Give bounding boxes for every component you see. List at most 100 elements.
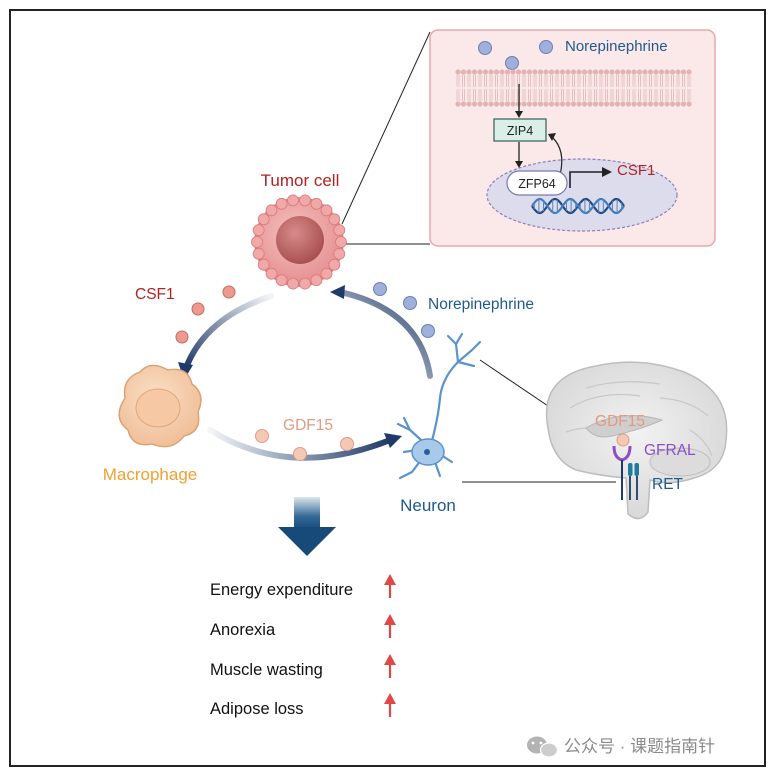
lipid-head bbox=[537, 101, 544, 107]
tumor-surface-bump bbox=[265, 267, 278, 280]
gfral-label: GFRAL bbox=[644, 442, 696, 459]
lipid-head bbox=[620, 101, 626, 107]
outcome-arrow-shaft bbox=[294, 497, 320, 529]
lipid-head bbox=[669, 101, 676, 107]
lipid-head bbox=[466, 69, 472, 75]
lipid-head bbox=[664, 101, 670, 107]
lipid-head bbox=[526, 69, 533, 75]
lipid-head bbox=[554, 101, 560, 107]
tumor-surface-bump bbox=[287, 277, 299, 290]
tumor-surface-bump bbox=[333, 224, 346, 237]
lipid-head bbox=[504, 69, 511, 75]
lipid-head bbox=[625, 69, 632, 75]
tumor-surface-bump bbox=[275, 274, 288, 287]
inset-norepinephrine-label: Norepinephrine bbox=[565, 38, 668, 55]
tumor-surface-bump bbox=[320, 204, 333, 217]
gdf15-molecule bbox=[340, 437, 354, 451]
effect-label-anorexia: Anorexia bbox=[210, 621, 276, 639]
cerebellum bbox=[649, 447, 711, 477]
csf1-molecule bbox=[222, 285, 236, 299]
arrowhead bbox=[548, 133, 556, 141]
lipid-head bbox=[609, 101, 615, 107]
lipid-head bbox=[559, 101, 566, 107]
lipid-head bbox=[653, 101, 659, 107]
norepinephrine-molecule bbox=[421, 324, 435, 338]
lipid-head bbox=[537, 69, 544, 75]
lipid-head bbox=[477, 101, 483, 107]
lipid-head bbox=[521, 101, 527, 107]
norepinephrine-molecule bbox=[403, 296, 417, 310]
norepinephrine-molecule bbox=[539, 40, 553, 54]
lipid-head bbox=[603, 101, 610, 107]
arrowhead bbox=[515, 111, 523, 118]
neuron-axon bbox=[428, 360, 460, 450]
lipid-head bbox=[680, 69, 687, 75]
lipid-head bbox=[680, 101, 687, 107]
outcome-arrow bbox=[278, 497, 336, 556]
csf1-molecule bbox=[191, 302, 205, 316]
lipid-head bbox=[576, 101, 582, 107]
lipid-head bbox=[598, 69, 604, 75]
up-arrow-icon bbox=[384, 574, 396, 598]
neuron-nucleus bbox=[424, 449, 430, 455]
tumor-surface-bump bbox=[335, 236, 347, 248]
lipid-head bbox=[493, 69, 500, 75]
lipid-head bbox=[581, 69, 588, 75]
tumor-surface-bump bbox=[328, 258, 341, 271]
lipid-head bbox=[471, 69, 478, 75]
lipid-head bbox=[565, 101, 571, 107]
lipid-head bbox=[499, 101, 505, 107]
effect-label-energy-expenditure: Energy expenditure bbox=[210, 581, 353, 599]
zfp64-to-zip4-feedback-arrow bbox=[551, 136, 563, 176]
gdf15-molecule bbox=[293, 447, 307, 461]
inset-connector-top bbox=[341, 31, 431, 225]
tumor-surface-bump bbox=[252, 247, 265, 260]
corpus-callosum bbox=[585, 415, 664, 438]
neuron-axon-terminal bbox=[446, 332, 482, 368]
lipid-head bbox=[675, 101, 681, 107]
lipid-head bbox=[647, 101, 654, 107]
arrowhead bbox=[178, 362, 193, 380]
effect-label-adipose-loss: Adipose loss bbox=[210, 700, 304, 718]
lipid-head bbox=[499, 69, 505, 75]
lipid-head bbox=[460, 101, 467, 107]
lipid-head bbox=[488, 101, 494, 107]
tumor-surface-bump bbox=[328, 213, 341, 226]
inset-csf1-label: CSF1 bbox=[617, 162, 655, 179]
macrophage-cell bbox=[118, 364, 202, 448]
lipid-head bbox=[592, 101, 599, 107]
tumor-surface-bump bbox=[299, 277, 311, 290]
lipid-head bbox=[581, 101, 588, 107]
tumor-surface-bump bbox=[310, 197, 323, 210]
tumor-surface-bump bbox=[251, 236, 263, 248]
gdf15-molecule bbox=[616, 433, 630, 447]
gdf15-label: GDF15 bbox=[283, 417, 333, 434]
lipid-head bbox=[455, 69, 461, 75]
tumor-cell-surface bbox=[251, 194, 347, 290]
lipid-head bbox=[658, 101, 665, 107]
lipid-head bbox=[493, 101, 500, 107]
tumor-surface-bump bbox=[252, 224, 265, 237]
tumor-surface-bump bbox=[257, 258, 270, 271]
lipid-head bbox=[482, 101, 489, 107]
lipid-head bbox=[669, 69, 676, 75]
lipid-head bbox=[460, 69, 467, 75]
norepinephrine-molecule bbox=[478, 41, 492, 55]
cell-membrane bbox=[455, 69, 692, 107]
tumor-cell-nucleus bbox=[276, 216, 324, 264]
lipid-head bbox=[532, 101, 538, 107]
lipid-head bbox=[510, 101, 516, 107]
tumor-surface-bump bbox=[257, 213, 270, 226]
tumor-surface-bump bbox=[287, 194, 299, 207]
lipid-head bbox=[642, 69, 648, 75]
neuron-label: Neuron bbox=[400, 496, 456, 515]
lipid-head bbox=[658, 69, 665, 75]
lipid-head bbox=[543, 101, 549, 107]
zip4-box bbox=[493, 118, 547, 142]
lipid-head bbox=[603, 69, 610, 75]
tumor-cell-label: Tumor cell bbox=[261, 171, 340, 190]
lipid-head bbox=[587, 69, 593, 75]
lipid-head bbox=[510, 69, 516, 75]
transcription-arrow bbox=[569, 171, 604, 188]
